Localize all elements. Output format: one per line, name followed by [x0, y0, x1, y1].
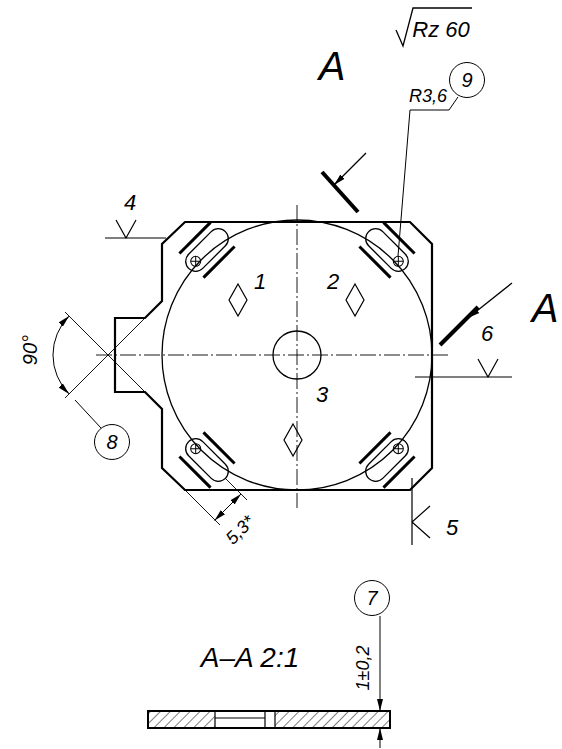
extension-line — [65, 312, 145, 398]
section-hatch — [275, 711, 390, 728]
roughness-sign — [412, 478, 430, 545]
dimension-text: 5,3* — [222, 512, 257, 547]
section-title: A–A 2:1 — [201, 644, 300, 672]
datum-diamond — [229, 284, 247, 316]
section-plate — [148, 711, 390, 728]
dimension-text: 1±0,2 — [354, 646, 372, 691]
angle-dimension-text: 90° — [20, 335, 40, 365]
surface-number: 2 — [327, 271, 339, 293]
surface-number: 3 — [316, 384, 328, 406]
roughness-sign — [396, 8, 472, 46]
surface-number: 6 — [481, 323, 493, 345]
corner-slot — [357, 430, 418, 491]
radius-dimension: R3,6 — [409, 87, 447, 105]
callout-circle: 7 — [354, 580, 390, 616]
callout-number: 9 — [461, 70, 472, 90]
surface-number: 4 — [124, 192, 136, 214]
section-hatch — [148, 711, 215, 728]
callout-circle: 8 — [94, 424, 130, 460]
section-cut-mark — [322, 172, 358, 212]
central-hole — [273, 331, 321, 379]
section-arrow — [468, 283, 512, 318]
surface-number: 1 — [254, 271, 266, 293]
roughness-sign — [415, 359, 512, 377]
corner-slot — [177, 220, 238, 281]
callout-number: 8 — [106, 432, 117, 452]
surface-number: 5 — [446, 517, 458, 539]
circle-contour — [162, 220, 432, 490]
callout-circle: 9 — [449, 62, 485, 98]
dimension-line — [380, 616, 381, 711]
dimension-line — [215, 494, 242, 521]
corner-slot — [357, 220, 418, 281]
roughness-sign — [105, 220, 166, 238]
datum-diamond — [284, 424, 302, 456]
section-letter: A — [319, 46, 346, 86]
dimension-line — [380, 728, 381, 748]
leader-line — [398, 97, 458, 256]
center-line — [96, 205, 448, 508]
section-cut-mark — [440, 307, 478, 345]
leader-line — [75, 400, 101, 428]
section-letter: A — [532, 288, 559, 328]
section-arrow — [334, 153, 366, 185]
callout-number: 7 — [366, 588, 377, 608]
roughness-value: Rz 60 — [412, 19, 469, 41]
section-detail — [215, 711, 275, 728]
datum-diamond — [346, 284, 364, 316]
angle-dimension — [53, 316, 69, 394]
